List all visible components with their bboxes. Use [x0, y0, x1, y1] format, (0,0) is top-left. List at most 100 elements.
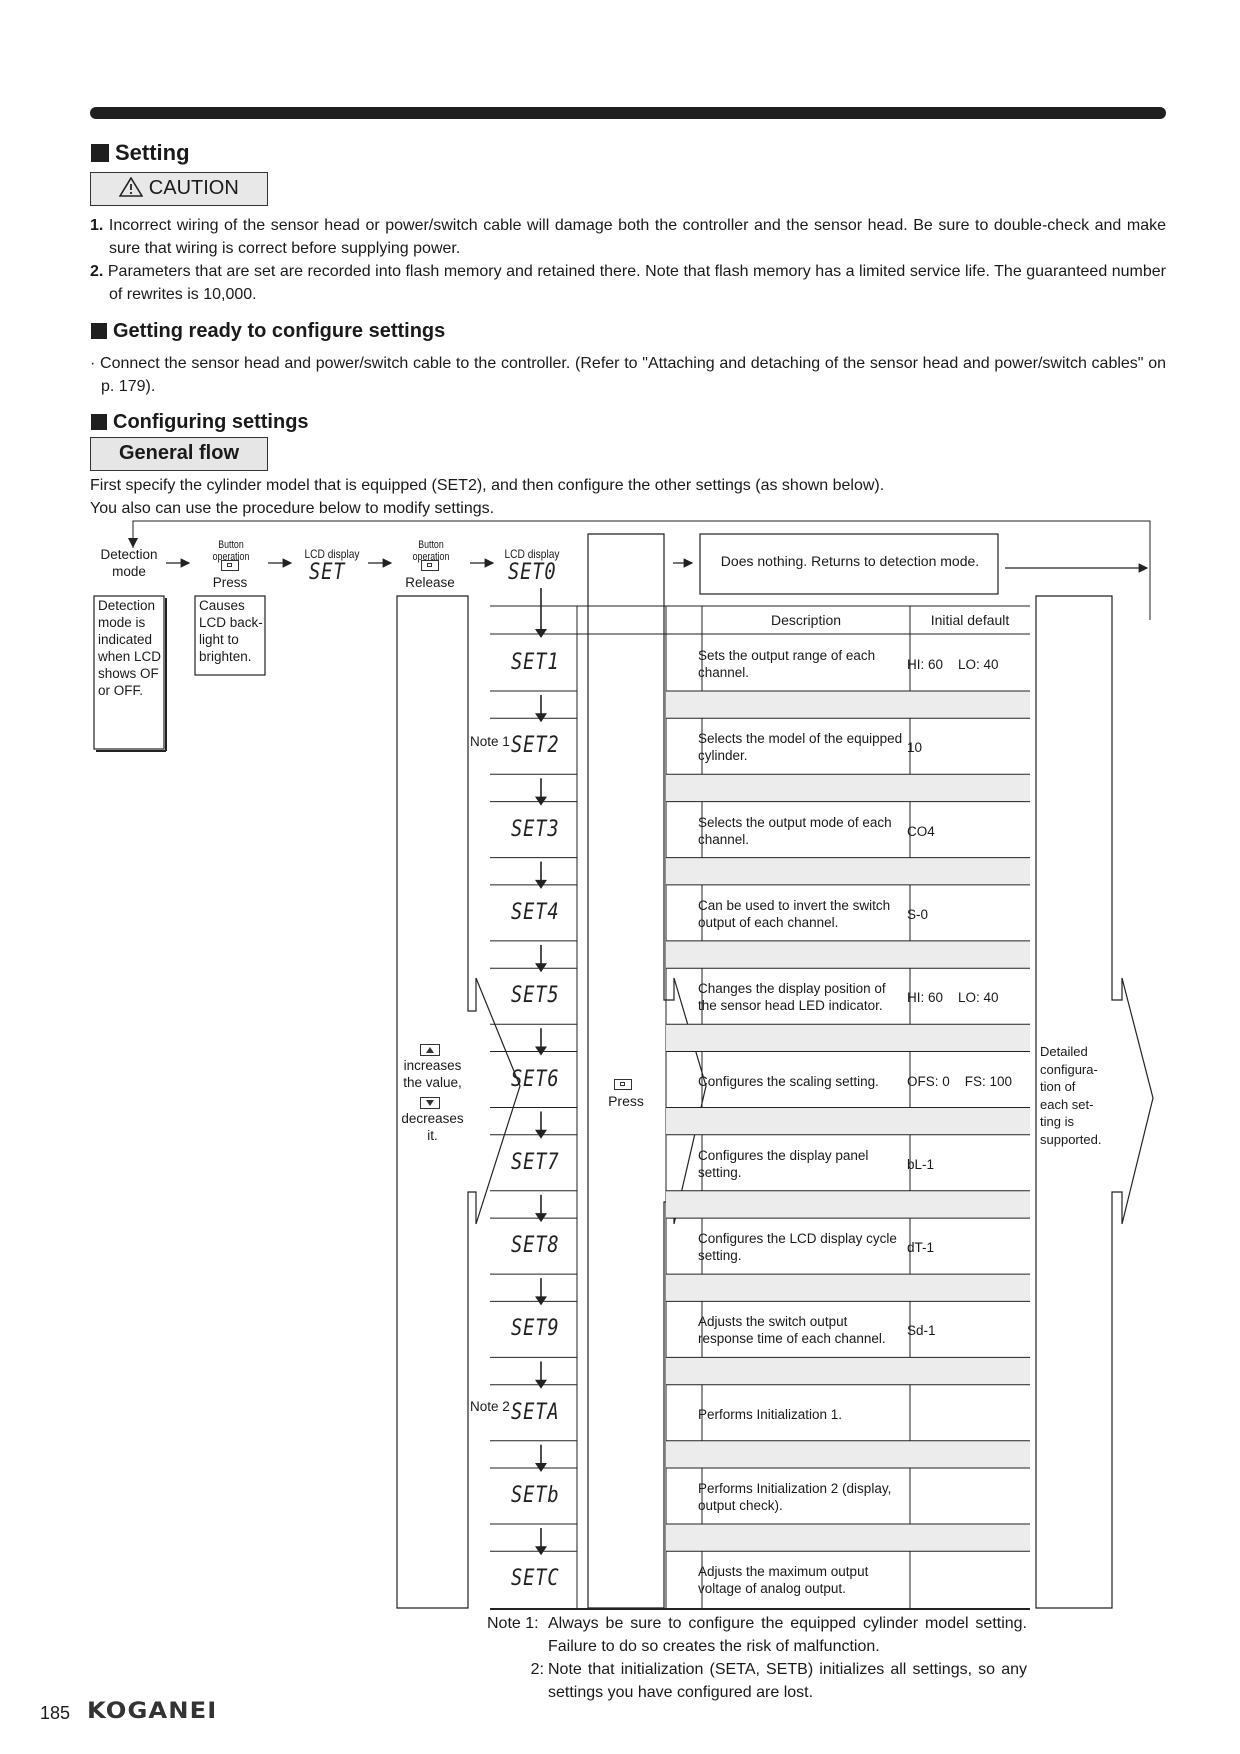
row-gap: [666, 1524, 702, 1552]
row-gap: [666, 857, 702, 885]
row-gap: [666, 1274, 702, 1302]
causes-note: Causes LCD back-light to brighten.: [199, 598, 263, 664]
row-gap: [702, 1190, 1030, 1219]
lcd-set1: SET1: [511, 650, 560, 675]
caution-item-2: 2. Parameters that are set are recorded …: [90, 263, 1166, 303]
row-gap: [666, 1107, 702, 1135]
does-nothing-text: Does nothing. Returns to detection mode.: [720, 553, 980, 569]
square-bullet-icon: [91, 144, 109, 162]
row-description: Changes the display position of the sens…: [698, 981, 886, 1014]
row-description: Configures the LCD display cycle setting…: [698, 1231, 897, 1264]
row-default: OFS: 0 FS: 100: [907, 1073, 1013, 1089]
release-label: Release: [405, 575, 455, 590]
configuring-title: Configuring settings: [91, 411, 309, 434]
row-description: Configures the scaling setting.: [698, 1073, 879, 1089]
row-description: Adjusts the maximum output voltage of an…: [698, 1564, 869, 1597]
section-title: Setting: [91, 140, 190, 166]
row-default: HI: 60 LO: 40: [907, 990, 999, 1006]
general-flow-label: General flow: [90, 437, 268, 471]
up-button-icon: [420, 1044, 440, 1056]
note-1: Note 1:Always be sure to configure the e…: [487, 1615, 1027, 1655]
lcd-set6: SET6: [511, 1066, 560, 1092]
row-description: Adjusts the switch output response time …: [698, 1314, 886, 1347]
lcd-set4: SET4: [511, 899, 560, 925]
lcd-setc: SETC: [511, 1566, 560, 1592]
caution-item-1: 1. Incorrect wiring of the sensor head o…: [90, 217, 1167, 257]
down-button-icon: [420, 1097, 440, 1109]
row-description: Can be used to invert the switch output …: [698, 897, 891, 930]
note2-tag: Note 2: [470, 1399, 510, 1414]
configuring-intro: First specify the cylinder model that is…: [90, 477, 885, 517]
row-default: HI: 60 LO: 40: [907, 657, 999, 672]
row-default: CO4: [907, 823, 935, 839]
row-description: Selects the output mode of each channel.: [698, 814, 892, 847]
detection-mode-label: Detection mode: [100, 547, 158, 579]
row-gap: [702, 1274, 1030, 1302]
row-gap: [666, 691, 702, 719]
row-gap: [702, 1357, 1030, 1385]
down-arrow-icon: [535, 796, 547, 806]
center-press-label: Press: [608, 1093, 644, 1109]
lcd-set3: SET3: [511, 816, 560, 842]
row-default: S-0: [907, 906, 929, 922]
down-arrow-icon: [535, 1296, 547, 1306]
decreases-label: decreases it.: [401, 1111, 464, 1143]
row-description: Sets the output range of each channel.: [698, 648, 876, 680]
down-arrow-icon: [535, 1129, 547, 1139]
down-arrow-icon: [535, 1546, 547, 1556]
top-rule: [90, 107, 1166, 119]
note-2: 2:Note that initialization (SETA, SETB) …: [530, 1661, 1027, 1701]
lcd-set9: SET9: [511, 1316, 560, 1342]
lcd-display-label-1: LCD display: [304, 547, 360, 561]
detailed-config-note: Detailed configura-tion of each set-ting…: [1040, 1044, 1102, 1147]
row-description: Performs Initialization 2 (display, outp…: [698, 1481, 892, 1513]
row-description: Selects the model of the equipped cylind…: [698, 731, 903, 764]
lcd-set5: SET5: [511, 983, 560, 1009]
getting-ready-bullet: · Connect the sensor head and power/swit…: [90, 355, 1166, 395]
row-description: Configures the display panel setting.: [698, 1147, 869, 1180]
row-gap: [702, 1024, 1030, 1052]
lcd-setb: SETb: [511, 1483, 560, 1508]
down-arrow-icon: [535, 879, 547, 889]
down-arrow-icon: [535, 963, 547, 973]
table-header-description: Description: [770, 612, 842, 628]
down-arrow-icon: [535, 1379, 547, 1389]
set-button-icon: [221, 560, 239, 571]
row-gap: [702, 1107, 1030, 1135]
press-label: Press: [212, 575, 248, 590]
page-number: 185: [40, 1703, 71, 1723]
down-arrow-icon: [535, 629, 547, 638]
lcd-set: SET: [309, 560, 346, 585]
row-gap: [666, 940, 702, 969]
increases-label: increases the value,: [403, 1058, 462, 1090]
row-gap: [702, 940, 1030, 969]
lcd-set2: SET2: [511, 733, 560, 759]
lcd-set7: SET7: [511, 1149, 560, 1175]
row-gap: [702, 857, 1030, 885]
detection-note: Detection mode is indicated when LCD sho…: [98, 598, 162, 698]
row-gap: [702, 1440, 1030, 1468]
row-default: Sd-1: [907, 1323, 936, 1339]
lcd-display-label-2: LCD display: [504, 547, 560, 561]
lcd-set8: SET8: [511, 1233, 560, 1259]
row-default: 10: [907, 740, 923, 756]
row-description: Performs Initialization 1.: [698, 1406, 843, 1422]
getting-ready-title: Getting ready to configure settings: [91, 320, 445, 343]
brand-logo: KOGANEI: [87, 1699, 218, 1724]
set-button-icon: [421, 560, 439, 571]
row-default: dT-1: [907, 1240, 935, 1256]
row-gap: [666, 1440, 702, 1468]
set-button-icon: [614, 1079, 632, 1090]
lcd-set0: SET0: [508, 560, 557, 585]
warning-icon: [118, 176, 144, 197]
row-default: bL-1: [907, 1156, 935, 1172]
row-gap: [666, 1357, 702, 1385]
row-gap: [702, 774, 1030, 802]
table-header-default: Initial default: [930, 612, 1010, 628]
row-gap: [702, 691, 1030, 719]
lcd-seta: SETA: [511, 1399, 560, 1425]
square-bullet-icon: [91, 414, 107, 430]
row-gap: [666, 1024, 702, 1052]
down-arrow-icon: [535, 1046, 547, 1056]
